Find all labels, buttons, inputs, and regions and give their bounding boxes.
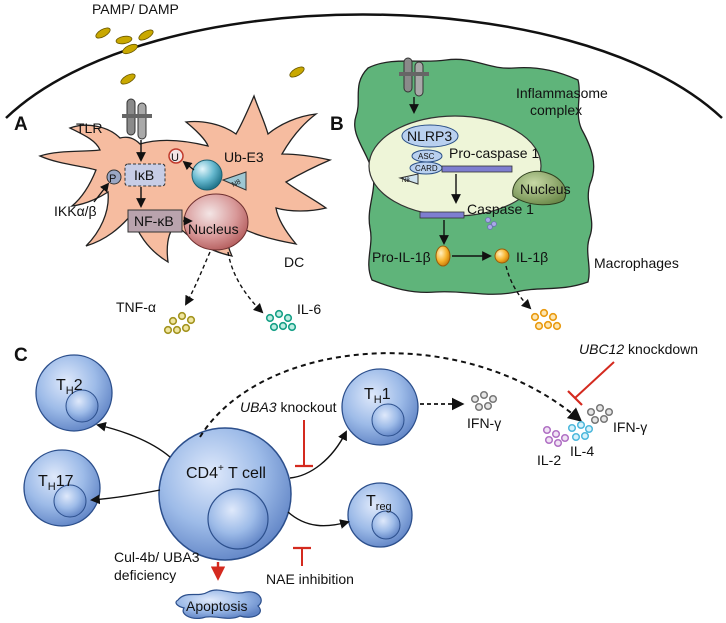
apoptosis-blob: [175, 589, 262, 619]
ub-e3-wedge-label: N8: [231, 179, 242, 189]
il6-label: IL-6: [297, 301, 321, 317]
pro-il1b-label: Pro-IL-1β: [372, 249, 431, 265]
caspase1-label: Caspase 1: [467, 201, 534, 217]
il1b-label: IL-1β: [516, 249, 548, 265]
ub-e3-ball: [191, 159, 223, 191]
tlr-receptor-b: [399, 57, 429, 97]
ubiquitin-label: U: [171, 152, 179, 164]
apoptosis-label: Apoptosis: [186, 598, 247, 614]
il2-label: IL-2: [537, 452, 561, 468]
ifng-particles-2: [586, 403, 614, 425]
ube3-to-u-arrow: [182, 160, 195, 171]
n8-wedge: [398, 173, 419, 185]
ubc12-inhibit-bar: [567, 390, 583, 406]
cd4-to-th2-arrow: [96, 421, 171, 458]
il6-secretion-arrow: [227, 251, 264, 314]
cell-membrane-arc: [5, 13, 723, 119]
cd4-label: CD4+ T cell: [186, 463, 266, 482]
dc-nucleus-label: Nucleus: [188, 221, 239, 237]
n8-label: N8: [402, 178, 410, 184]
il1b-secretion-arrow: [505, 265, 532, 310]
cd4-to-th1-arrow: [289, 430, 347, 479]
ifng-label-2: IFN-γ: [613, 419, 647, 435]
nlrp3-label: NLRP3: [407, 128, 452, 144]
nfkb-box: [127, 209, 183, 233]
ikk-to-p-arrow: [93, 182, 110, 203]
asc-label: ASC: [418, 152, 435, 161]
pamp-particles: [95, 27, 305, 85]
cd4-t-cell: [158, 427, 292, 561]
treg-label: Treg: [366, 493, 392, 513]
nlrp3-oval: [401, 124, 459, 148]
tlr-receptor-a: [122, 98, 152, 140]
th2-cell: [35, 354, 113, 432]
inflammasome-label-2: complex: [530, 102, 582, 118]
ifng-particles-1: [470, 390, 498, 412]
il6-particles: [265, 309, 297, 332]
il1b-particles: [530, 308, 562, 331]
inflammasome-label-1: Inflammasome: [516, 85, 608, 101]
il1b-ball: [494, 248, 510, 264]
pro-il1b-oval: [435, 245, 451, 267]
panel-c-letter: C: [14, 345, 28, 366]
macrophages-label: Macrophages: [594, 255, 679, 271]
cd4-to-th17-arrow: [90, 489, 161, 505]
treg-cell: [347, 482, 413, 548]
th1-cell: [341, 368, 419, 446]
panel-a-letter: A: [14, 114, 28, 135]
tnf-secretion-arrow: [185, 251, 211, 306]
ikb-box: [124, 163, 166, 187]
il4-label: IL-4: [570, 443, 594, 459]
uba3-knockout-label: UBA3 knockout: [240, 399, 337, 415]
th2-label: TH2: [56, 377, 83, 397]
th17-cell: [23, 449, 101, 527]
th17-label: TH17: [38, 473, 74, 493]
dc-label: DC: [284, 254, 304, 270]
phospho-label: P: [109, 173, 116, 185]
ikb-label: IκB: [134, 167, 154, 183]
ubc12-knockdown-label: UBC12 knockdown: [579, 341, 698, 357]
th1-label: TH1: [364, 386, 391, 406]
cul4b-label-1: Cul-4b/ UBA3: [114, 549, 200, 565]
procaspase-label: Pro-caspase 1: [449, 145, 539, 161]
ikk-label: IKKα/β: [54, 203, 97, 219]
panel-b-letter: B: [330, 114, 344, 135]
cd4-to-treg-arrow: [287, 511, 350, 529]
ubiquitin-circle: [168, 148, 184, 164]
card-label: CARD: [415, 164, 438, 173]
dc-body: [38, 94, 333, 264]
ub-e3-label: Ub-E3: [224, 149, 264, 165]
macrophage-nucleus-label: Nucleus: [520, 181, 571, 197]
pamp-damp-label: PAMP/ DAMP: [92, 1, 179, 17]
cd4-to-cytokines-dashed: [199, 352, 583, 438]
nae-label: NAE inhibition: [266, 571, 354, 587]
ifng-label-1: IFN-γ: [467, 415, 501, 431]
caspase1-bar: [419, 211, 465, 219]
macrophage-nucleus: [512, 170, 567, 206]
il2-particles: [542, 425, 570, 448]
il4-particles: [567, 420, 594, 442]
procaspase-bar: [441, 165, 513, 173]
tnf-particles: [163, 311, 196, 335]
ubc12-inhibit-line: [574, 361, 615, 399]
tlr-label: TLR: [76, 120, 102, 136]
nfkb-label: NF-κB: [134, 213, 174, 229]
phospho-circle: [106, 169, 122, 185]
ub-e3-wedge: [221, 171, 247, 191]
tnf-label: TNF-α: [116, 299, 156, 315]
cul4b-label-2: deficiency: [114, 567, 176, 583]
caspase-fragments: [485, 217, 497, 230]
